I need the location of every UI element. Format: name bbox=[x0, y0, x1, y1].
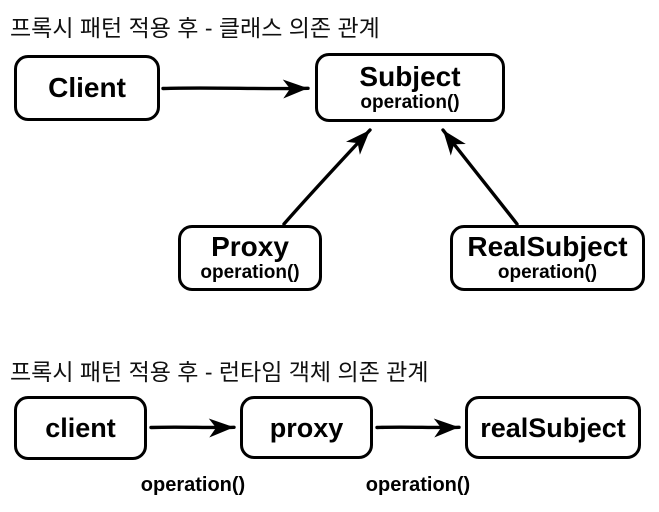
section2-title: 프록시 패턴 적용 후 - 런타임 객체 의존 관계 bbox=[10, 359, 429, 385]
node-proxy-operation-label: operation() bbox=[200, 262, 300, 283]
node-subject-class: Subject operation() bbox=[315, 53, 505, 122]
section1-title: 프록시 패턴 적용 후 - 클래스 의존 관계 bbox=[10, 15, 380, 41]
node-client-class-label: Client bbox=[48, 72, 126, 103]
node-client-object: client bbox=[14, 396, 147, 460]
node-proxy-object-label: proxy bbox=[269, 412, 344, 443]
edge-label-proxy-realsubject-operation: operation() bbox=[365, 474, 471, 496]
node-client-class: Client bbox=[14, 55, 160, 121]
arrow-proxy-to-subject bbox=[282, 128, 372, 226]
node-proxy-class-label: Proxy bbox=[211, 231, 289, 262]
arrow-client-to-subject bbox=[161, 79, 310, 99]
node-proxy-object: proxy bbox=[240, 396, 373, 459]
node-subject-operation-label: operation() bbox=[360, 91, 460, 113]
arrow-realsubject-to-subject bbox=[441, 128, 519, 226]
node-client-object-label: client bbox=[45, 413, 116, 443]
node-subject-class-label: Subject bbox=[359, 60, 461, 92]
node-realsubject-object-label: realSubject bbox=[480, 412, 626, 443]
node-realsubject-object: realSubject bbox=[465, 396, 641, 459]
node-realsubject-class-label: RealSubject bbox=[467, 231, 628, 262]
node-realsubject-operation-label: operation() bbox=[497, 262, 598, 283]
edge-label-client-proxy-operation: operation() bbox=[140, 474, 246, 496]
node-proxy-class: Proxy operation() bbox=[178, 225, 322, 291]
node-realsubject-class: RealSubject operation() bbox=[450, 225, 645, 291]
